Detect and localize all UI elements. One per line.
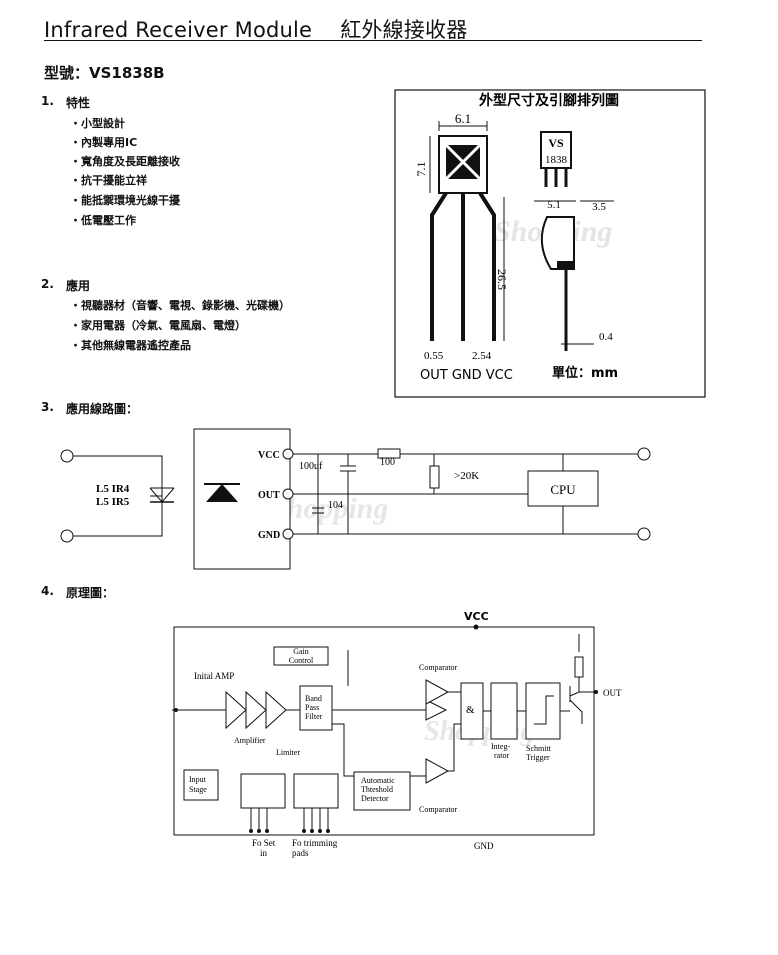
title-rule [44,40,702,41]
section-2-number: 2. [41,277,54,291]
comparator-top-label: Comparator [419,663,458,672]
amp-label: Inital AMP [194,671,234,681]
feature-item: ・內製專用IC [70,136,138,149]
feature-item: ・小型設計 [70,117,125,130]
application-item: ・視聽器材（音響、電視、錄影機、光碟機） [70,299,290,312]
pin-vcc: VCC [258,450,280,461]
input-stage-line-2: Stage [189,785,207,794]
fo-trim-line-2: pads [292,848,309,858]
and-gate-label: & [466,704,475,716]
dim-pitch: 0.55 [424,350,444,362]
section-4-title: 原理圖： [66,586,115,600]
unit-label: 單位：mm [552,365,618,381]
model-number: 型號：VS1838B [44,64,165,82]
fo-set-line-1: Fo Set [252,838,276,848]
page-title: Infrared Receiver Module 紅外線接收器 [44,18,468,42]
gain-line-2: Control [289,656,314,665]
dim-height: 7.1 [414,162,428,177]
section-4-number: 4. [41,584,54,598]
section-3-title: 應用線路圖： [66,402,139,416]
dim-span: 2.54 [472,350,492,362]
input-stage-line-1: Input [189,775,207,784]
feature-item: ・能抵禦環境光線干擾 [70,194,180,207]
cap2-label: 104 [328,500,343,511]
bandpass-line-3: Filter [305,712,323,721]
section-1-title: 特性 [66,96,91,110]
block-diagram: Shopping VCC OUT Gain Control Inital AMP… [172,610,622,858]
dim-lead-length: 26.5 [495,269,509,290]
dim-side-a: 5.1 [547,199,561,211]
vcc-label: VCC [464,610,489,623]
pin-gnd: GND [258,530,280,541]
dim-thickness: 0.4 [599,331,613,343]
limiter-label: Limiter [276,748,300,757]
outline-title: 外型尺寸及引腳排列圖 [479,92,619,109]
application-circuit: Shopping L5 IR4 L5 IR5 VCC OUT GND 100uf… [60,428,651,570]
section-3-number: 3. [41,400,54,414]
gain-line-1: Gain [293,647,309,656]
application-item: ・家用電器（冷氣、電風扇、電燈） [70,319,246,332]
gnd-label: GND [474,841,494,851]
amplifier-label: Amplifier [234,736,266,745]
section-2-title: 應用 [66,279,91,293]
integrator-line-1: Integ- [491,742,510,751]
feature-item: ・抗干擾能立祥 [70,174,147,187]
fo-trim-line-1: Fo trimming [292,838,338,848]
bandpass-line-2: Pass [305,703,319,712]
bandpass-line-1: Band [305,694,322,703]
out-label: OUT [603,688,622,698]
cpu-label: CPU [550,482,576,497]
pin-out: OUT [258,490,280,501]
package-outline-diagram: 外型尺寸及引腳排列圖 Shopping 6.1 7.1 26.5 0.55 2.… [394,89,706,398]
schmitt-line-1: Schmitt [526,744,552,753]
marking-line-2: 1838 [545,154,568,166]
threshold-line-3: Detector [361,794,389,803]
resistor-label: 100 [380,457,395,468]
threshold-line-2: Thteshold [361,785,393,794]
fo-set-line-2: in [260,848,268,858]
feature-item: ・寬角度及長距離接收 [70,155,180,168]
comparator-bottom-label: Comparator [419,805,458,814]
threshold-line-1: Automatic [361,776,395,785]
pin-names: OUT GND VCC [420,368,513,383]
marking-line-1: VS [548,136,564,150]
pullup-label: >20K [454,470,479,482]
section-1-number: 1. [41,94,54,108]
application-item: ・其他無線電器遙控產品 [70,339,191,352]
dim-side-b: 3.5 [592,201,606,213]
feature-item: ・低電壓工作 [70,214,136,227]
led-label-1: L5 IR4 [96,483,130,495]
cap1-label: 100uf [299,461,323,472]
schmitt-line-2: Trigger [526,753,550,762]
dim-width: 6.1 [455,111,471,126]
led-label-2: L5 IR5 [96,496,130,508]
integrator-line-2: rator [494,751,509,760]
